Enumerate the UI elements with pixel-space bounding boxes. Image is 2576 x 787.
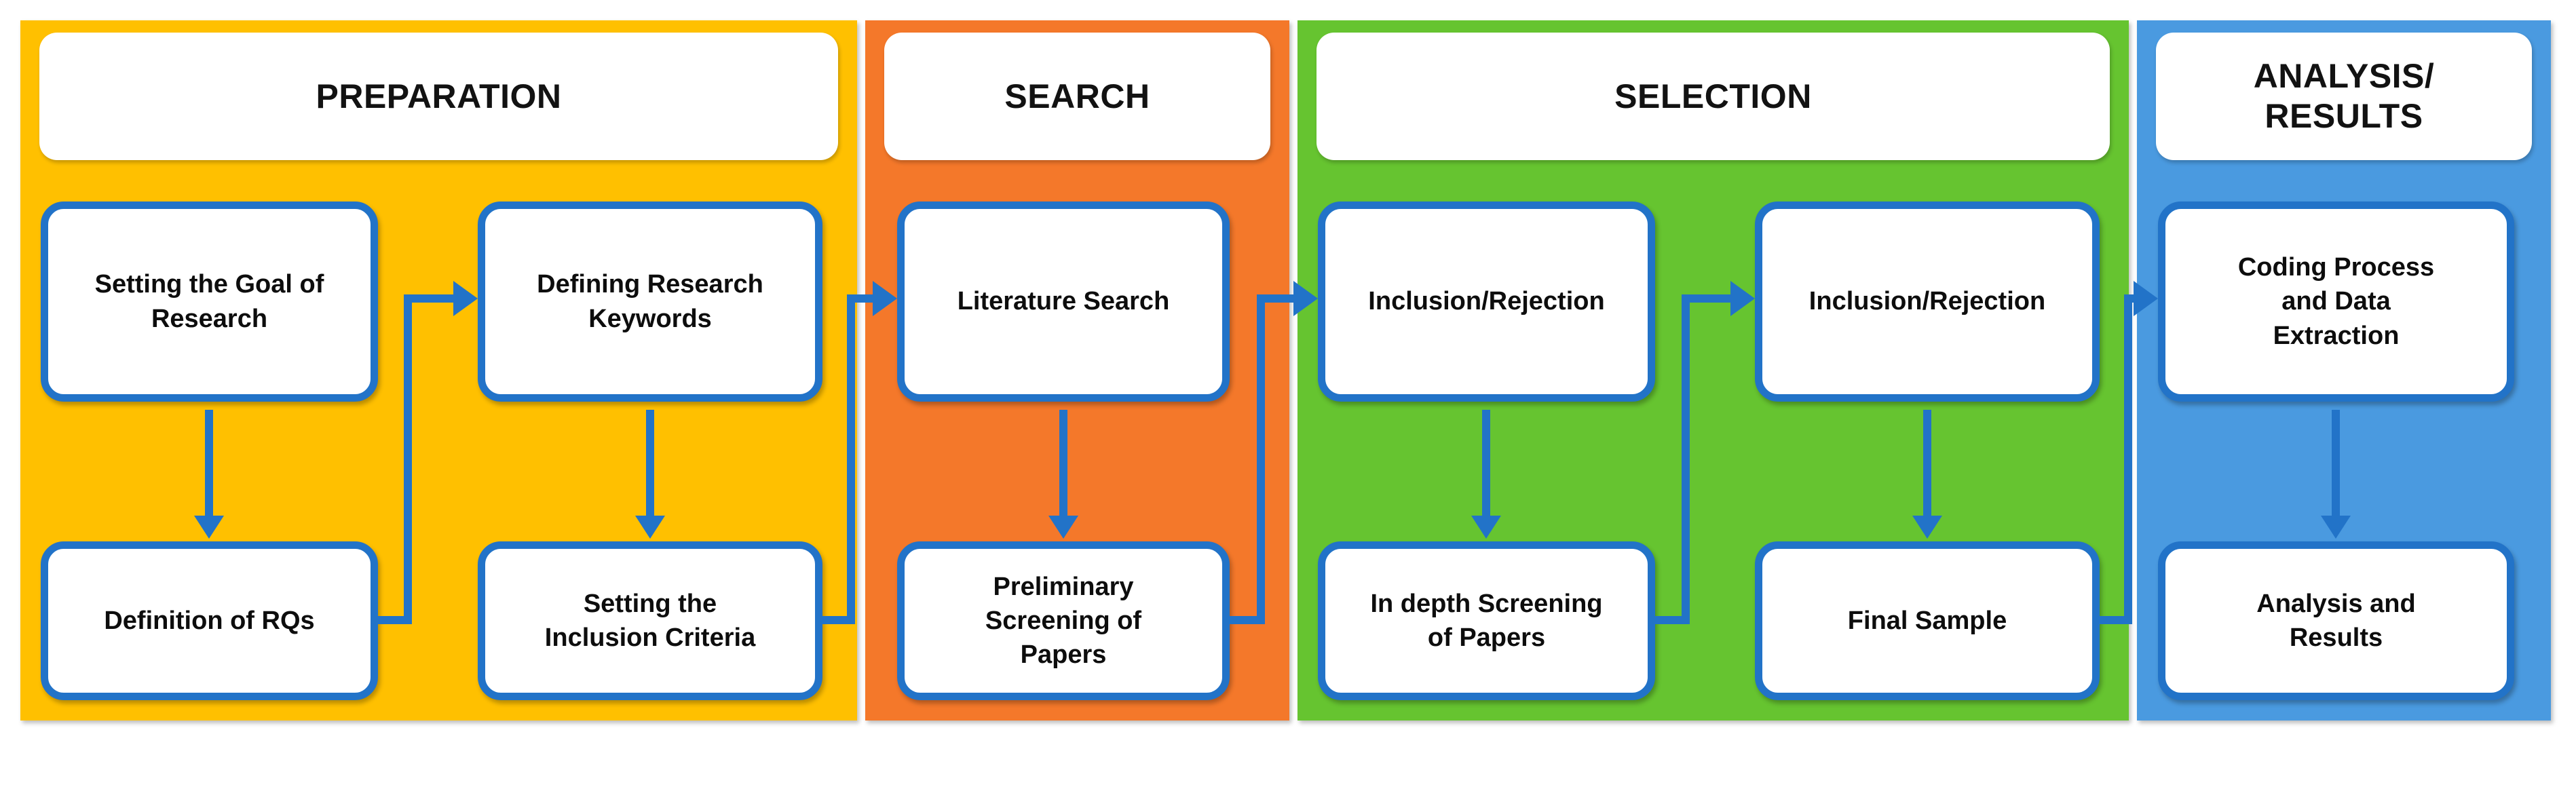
elbow-connector-2-run bbox=[847, 294, 873, 303]
step-label: Inclusion/Rejection bbox=[1368, 287, 1605, 316]
elbow-connector-5-riser bbox=[2124, 294, 2132, 624]
step-label: In depth Screening of Papers bbox=[1370, 589, 1603, 652]
elbow-connector-5-run bbox=[2124, 294, 2134, 303]
step-label: Setting the Goal of Research bbox=[94, 270, 324, 333]
step-label: Literature Search bbox=[957, 287, 1170, 316]
elbow-connector-1-run bbox=[404, 294, 453, 303]
step-literature-search: Literature Search bbox=[897, 201, 1230, 402]
arrow-right-icon bbox=[1730, 281, 1755, 316]
step-label: Analysis and Results bbox=[2256, 589, 2416, 652]
section-selection-title: SELECTION bbox=[1317, 33, 2110, 160]
arrow-down-icon bbox=[194, 516, 224, 539]
arrow-down-shaft bbox=[1923, 410, 1931, 516]
step-defining-keywords: Defining Research Keywords bbox=[478, 201, 822, 402]
step-inclusion-rejection-1: Inclusion/Rejection bbox=[1318, 201, 1655, 402]
arrow-down-shaft bbox=[646, 410, 654, 516]
step-setting-goal: Setting the Goal of Research bbox=[41, 201, 378, 402]
arrow-down-shaft bbox=[1482, 410, 1490, 516]
elbow-connector-3-run bbox=[1257, 294, 1293, 303]
arrow-down-shaft bbox=[205, 410, 213, 516]
step-analysis-and-results: Analysis and Results bbox=[2158, 541, 2514, 700]
arrow-down-shaft bbox=[1059, 410, 1067, 516]
elbow-connector-4-run bbox=[1682, 294, 1730, 303]
step-label: Coding Process and Data Extraction bbox=[2237, 253, 2435, 350]
section-preparation-title: PREPARATION bbox=[39, 33, 838, 160]
section-title-text: PREPARATION bbox=[316, 77, 562, 115]
arrow-right-icon bbox=[453, 281, 478, 316]
arrow-right-icon bbox=[1293, 281, 1318, 316]
section-analysis-results-title: ANALYSIS/ RESULTS bbox=[2156, 33, 2532, 160]
elbow-connector-2-riser bbox=[847, 294, 855, 624]
arrow-down-icon bbox=[635, 516, 665, 539]
elbow-connector-1-riser bbox=[404, 294, 412, 624]
arrow-down-icon bbox=[1912, 516, 1942, 539]
step-definition-rqs: Definition of RQs bbox=[41, 541, 378, 700]
arrow-down-icon bbox=[1048, 516, 1078, 539]
step-final-sample: Final Sample bbox=[1755, 541, 2100, 700]
step-label: Defining Research Keywords bbox=[537, 270, 763, 333]
arrow-down-icon bbox=[1471, 516, 1501, 539]
arrow-down-icon bbox=[2321, 516, 2351, 539]
step-label: Final Sample bbox=[1847, 606, 2007, 635]
step-label: Setting the Inclusion Criteria bbox=[544, 589, 756, 652]
arrow-right-icon bbox=[2134, 281, 2158, 316]
step-preliminary-screening: Preliminary Screening of Papers bbox=[897, 541, 1230, 700]
arrow-right-icon bbox=[873, 281, 897, 316]
step-inclusion-rejection-2: Inclusion/Rejection bbox=[1755, 201, 2100, 402]
arrow-down-shaft bbox=[2332, 410, 2340, 516]
elbow-connector-4-stub bbox=[1655, 616, 1690, 624]
step-label: Preliminary Screening of Papers bbox=[985, 572, 1142, 670]
step-inclusion-criteria: Setting the Inclusion Criteria bbox=[478, 541, 822, 700]
step-indepth-screening: In depth Screening of Papers bbox=[1318, 541, 1655, 700]
section-title-text: SEARCH bbox=[1004, 77, 1150, 115]
step-coding-process: Coding Process and Data Extraction bbox=[2158, 201, 2514, 402]
section-title-text: SELECTION bbox=[1614, 77, 1812, 115]
step-label: Inclusion/Rejection bbox=[1808, 287, 2046, 316]
elbow-connector-3-stub bbox=[1230, 616, 1265, 624]
elbow-connector-1-stub bbox=[378, 616, 412, 624]
section-search-title: SEARCH bbox=[884, 33, 1270, 160]
section-title-text: ANALYSIS/ RESULTS bbox=[2253, 57, 2435, 135]
elbow-connector-4-riser bbox=[1682, 294, 1690, 624]
step-label: Definition of RQs bbox=[104, 606, 315, 635]
elbow-connector-3-riser bbox=[1257, 294, 1265, 624]
